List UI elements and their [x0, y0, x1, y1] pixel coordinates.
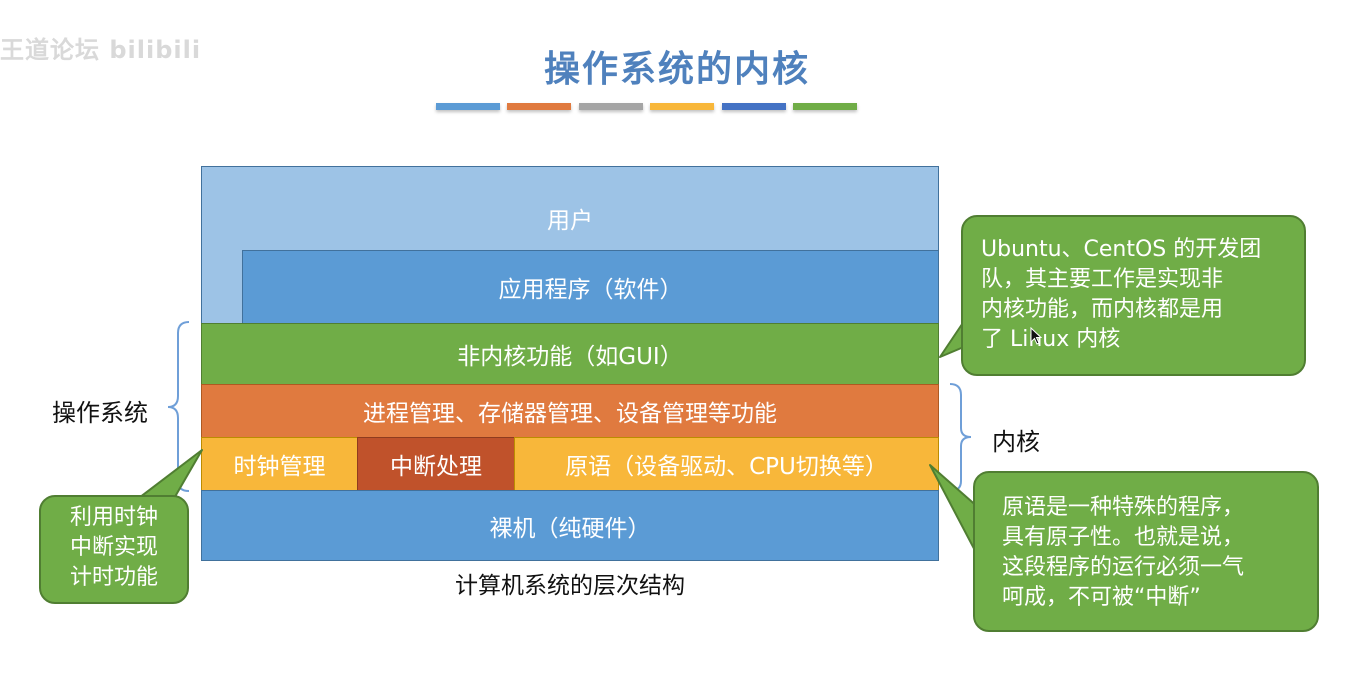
callout-line: 原语是一种特殊的程序， — [1002, 495, 1245, 520]
layer-interrupt-handling: 中断处理 — [357, 437, 515, 491]
layer-hardware-label: 裸机（纯硬件） — [489, 515, 651, 542]
callout-line: 呵成，不可被“中断” — [1002, 585, 1201, 610]
callout-line: 内核功能，而内核都是用 — [981, 297, 1224, 322]
layer-user-label: 用户 — [547, 208, 593, 234]
title-stripe — [507, 103, 571, 110]
layer-clock-label: 时钟管理 — [233, 454, 326, 480]
layer-clock-management: 时钟管理 — [201, 437, 358, 491]
kernel-label: 内核 — [992, 428, 1040, 456]
layer-primitives-label: 原语（设备驱动、CPU切换等） — [565, 454, 888, 480]
layer-non-kernel-label: 非内核功能（如GUI） — [457, 344, 683, 370]
diagram-caption: 计算机系统的层次结构 — [455, 573, 685, 599]
callout-linux-kernel: Ubuntu、CentOS 的开发团 队，其主要工作是实现非 内核功能，而内核都… — [961, 215, 1306, 376]
title-stripe — [579, 103, 643, 110]
title-stripe — [650, 103, 714, 110]
callout-line: 计时功能 — [69, 565, 158, 590]
callout-primitive-atomicity: 原语是一种特殊的程序， 具有原子性。也就是说， 这段程序的运行必须一气 呵成，不… — [973, 471, 1319, 632]
title-stripe — [722, 103, 786, 110]
callout-line: 这段程序的运行必须一气 — [1002, 555, 1245, 580]
slide-title: 操作系统的内核 — [543, 49, 810, 90]
layer-primitives: 原语（设备驱动、CPU切换等） — [514, 437, 939, 491]
layer-application: 应用程序（软件） — [242, 250, 939, 324]
os-label: 操作系统 — [52, 399, 148, 427]
title-stripe — [793, 103, 857, 110]
callout-line: 中断实现 — [69, 535, 158, 560]
layer-interrupt-label: 中断处理 — [390, 454, 482, 480]
layer-kernel-management-label: 进程管理、存储器管理、设备管理等功能 — [363, 401, 777, 427]
callout-clock-interrupt: 利用时钟 中断实现 计时功能 — [39, 495, 189, 604]
title-stripe — [436, 103, 500, 110]
layer-application-label: 应用程序（软件） — [498, 277, 683, 303]
right-brace-icon — [949, 383, 972, 492]
mouse-cursor-icon — [1030, 327, 1042, 345]
layer-bare-hardware: 裸机（纯硬件） — [201, 490, 939, 561]
callout-line: 了 Linux 内核 — [981, 327, 1121, 352]
callout-line: 利用时钟 — [69, 505, 158, 530]
layer-kernel-management: 进程管理、存储器管理、设备管理等功能 — [201, 384, 939, 438]
left-brace-icon — [167, 321, 190, 492]
watermark: 王道论坛 bilibili — [0, 36, 202, 64]
callout-line: 队，其主要工作是实现非 — [981, 267, 1224, 292]
layer-non-kernel: 非内核功能（如GUI） — [201, 323, 939, 385]
callout-line: 具有原子性。也就是说， — [1002, 525, 1245, 550]
callout-line: Ubuntu、CentOS 的开发团 — [981, 237, 1262, 262]
